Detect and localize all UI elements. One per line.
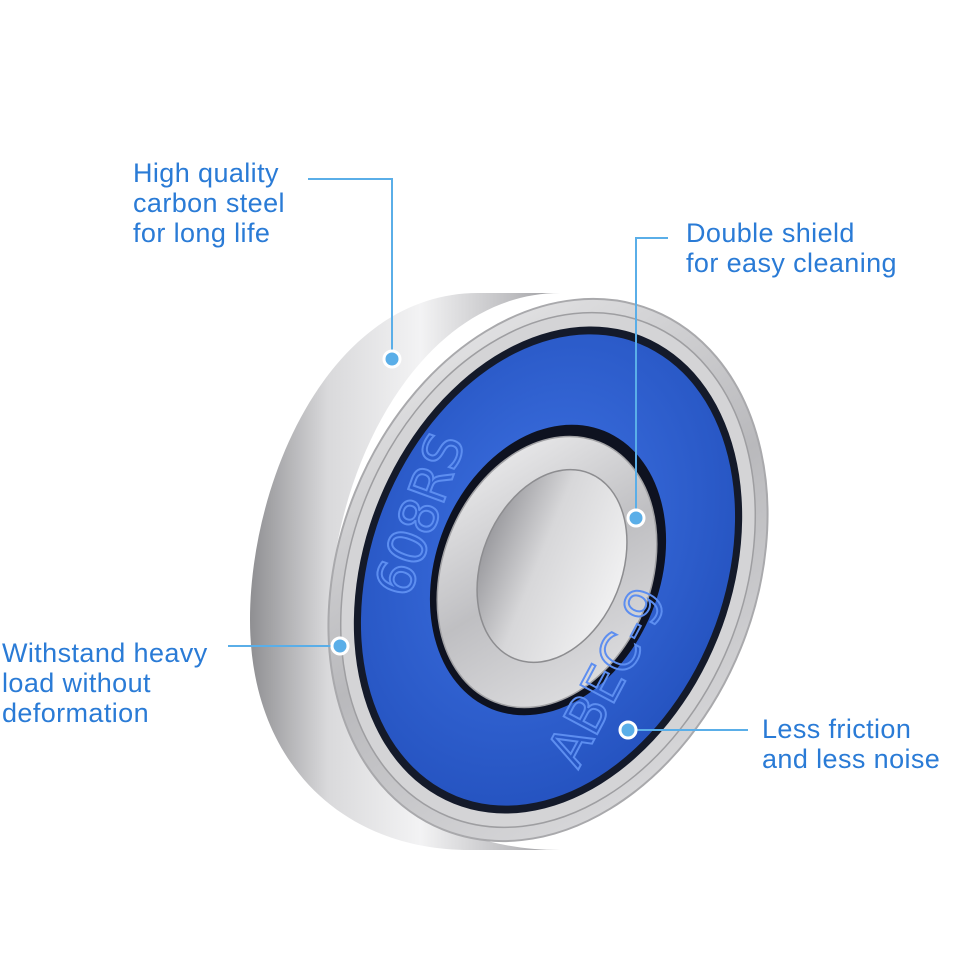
double-shield-dot xyxy=(626,508,646,528)
double-shield-leader xyxy=(635,237,668,516)
callout-line: deformation xyxy=(2,698,149,728)
bearing-inner-ring xyxy=(436,435,658,709)
callout-line: and less noise xyxy=(762,744,941,774)
callout-line: High quality xyxy=(133,158,279,188)
callout-line: Withstand heavy xyxy=(2,638,208,668)
low-friction-dot xyxy=(618,720,638,740)
carbon-steel-dot xyxy=(382,349,402,369)
callout-line: for long life xyxy=(133,218,271,248)
callout-line: Less friction xyxy=(762,714,912,744)
callout-line: carbon steel xyxy=(133,188,285,218)
callout-line: Double shield xyxy=(686,218,855,248)
callout-carbon-steel: High quality carbon steel for long life xyxy=(133,158,285,248)
carbon-steel-leader xyxy=(308,178,393,357)
callout-low-friction: Less friction and less noise xyxy=(762,714,940,774)
heavy-load-dot xyxy=(330,636,350,656)
callout-lines xyxy=(228,178,748,731)
callout-dots xyxy=(330,349,646,740)
callout-heavy-load: Withstand heavy load without deformation xyxy=(2,638,208,728)
callout-line: load without xyxy=(2,668,151,698)
callout-double-shield: Double shield for easy cleaning xyxy=(686,218,897,278)
callout-line: for easy cleaning xyxy=(686,248,897,278)
